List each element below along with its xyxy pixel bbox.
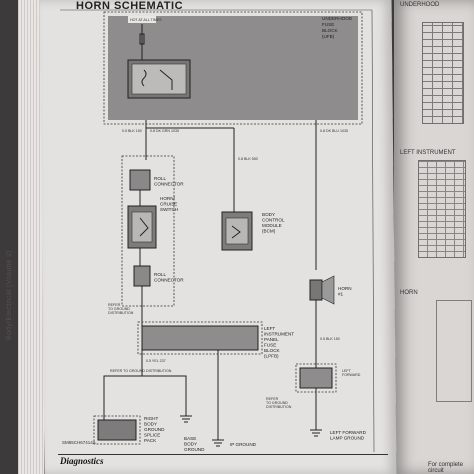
roll-connector-top bbox=[129, 169, 151, 191]
np-heading-left-instrument: LEFT INSTRUMENT bbox=[400, 150, 456, 156]
connector-diagram-1 bbox=[422, 22, 464, 124]
horn-switch-label: HORN/ CRUISE SWITCH bbox=[160, 196, 179, 212]
wire-label-w1: 0.5 BLK 150 bbox=[122, 129, 142, 133]
connector-diagram-3 bbox=[436, 300, 472, 402]
bcm-inner bbox=[225, 217, 249, 245]
hot-label: HOT AT ALL TIMES bbox=[130, 18, 162, 22]
horn-relay-inner bbox=[131, 63, 187, 95]
steering-column-outline bbox=[121, 155, 175, 307]
horn-1-bell bbox=[321, 275, 335, 305]
wire-label-w2: 0.8 DK GRN 1035 bbox=[150, 129, 179, 133]
wire-label-w4: 0.8 DK BLU 1035 bbox=[320, 129, 348, 133]
lf-ground-splice bbox=[299, 367, 333, 389]
ufb-outline bbox=[103, 11, 363, 125]
refer-label-top: REFER TO GROUND DISTRIBUTION bbox=[108, 303, 134, 315]
lpfb-label: LEFT INSTRUMENT PANEL FUSE BLOCK (LPFB) bbox=[264, 326, 295, 359]
wire-label-w3: 0.8 BLK 550 bbox=[238, 157, 258, 161]
ip-ground-symbol bbox=[212, 439, 224, 447]
splice-pack-label: RIGHT BODY GROUND SPLICE PACK bbox=[144, 416, 166, 443]
relay-coil bbox=[141, 69, 147, 87]
roll-connector-bottom bbox=[133, 265, 151, 287]
np-heading-horn: HORN bbox=[400, 290, 418, 296]
wire-to-splice bbox=[103, 368, 143, 420]
footer-rule bbox=[58, 454, 388, 455]
diagram-code: SM65CH67414A bbox=[62, 440, 96, 445]
page-title: HORN SCHEMATIC bbox=[76, 0, 184, 12]
page-frame-right bbox=[371, 9, 375, 453]
horn-switch-contact bbox=[139, 217, 149, 237]
splice-pack-box bbox=[97, 419, 137, 441]
lpfb-outline bbox=[137, 321, 263, 355]
bcm-label: BODY CONTROL MODULE (BCM) bbox=[262, 212, 286, 234]
ip-ground-label: IP GROUND bbox=[230, 442, 257, 447]
lf-splice-label: LEFT FORWARD bbox=[342, 369, 361, 377]
roll-connector-top-label: ROLL CONNECTOR bbox=[154, 176, 184, 187]
fuse-symbol bbox=[139, 33, 145, 45]
wire-label-w5: 0.5 YEL 237 bbox=[146, 359, 166, 363]
lf-ground-symbol bbox=[310, 429, 322, 437]
wire-to-base-ground bbox=[142, 375, 187, 416]
footer-section: Diagnostics bbox=[60, 456, 104, 466]
lf-ground-label: LEFT FORWARD LAMP GROUND bbox=[330, 430, 367, 441]
horn-1-body bbox=[309, 279, 323, 301]
base-ground-label: BASE BODY GROUND bbox=[184, 436, 205, 452]
bcm-transistor bbox=[231, 225, 241, 239]
roll-connector-bottom-label: ROLL CONNECTOR bbox=[154, 272, 184, 283]
refer-label-mid: REFER TO GROUND DISTRIBUTION bbox=[110, 369, 172, 373]
np-bottom-note: For complete circuit bbox=[428, 462, 464, 474]
relay-switch bbox=[159, 69, 173, 90]
ufb-label: UNDERHOOD FUSE BLOCK (UFB) bbox=[322, 16, 353, 39]
connector-diagram-2 bbox=[418, 160, 466, 258]
horn-1-label: HORN #1 bbox=[338, 286, 353, 297]
lpfb-box bbox=[141, 325, 259, 351]
splice-pack-outline bbox=[93, 415, 141, 445]
wire-label-w6: 0.5 BLK 150 bbox=[320, 337, 340, 341]
hot-label-box bbox=[128, 16, 156, 23]
base-body-ground-symbol bbox=[180, 415, 192, 423]
refer-label-bot: REFER TO GROUND DISTRIBUTION bbox=[266, 397, 292, 409]
np-heading-underhood: UNDERHOOD bbox=[400, 2, 440, 8]
horn-switch-inner bbox=[131, 211, 153, 243]
